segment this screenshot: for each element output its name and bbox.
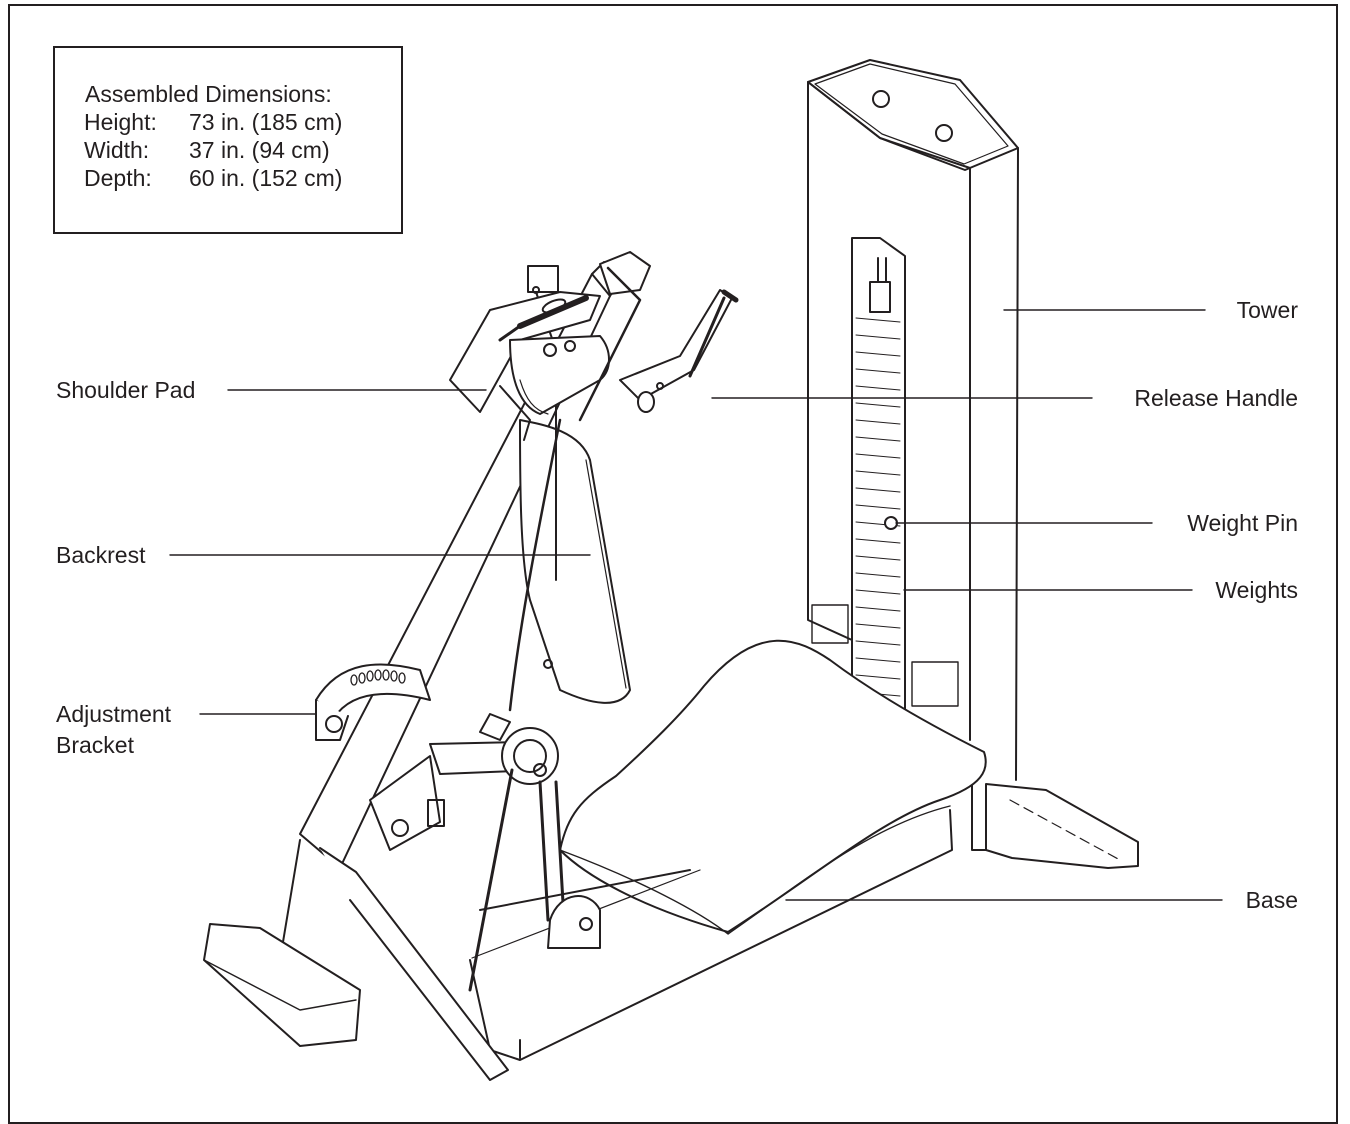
callout-base: Base [1245, 887, 1298, 913]
callout-adjustment-bracket-line1: Adjustment [56, 701, 172, 727]
base-drawing [469, 639, 987, 1061]
dimensions-title: Assembled Dimensions: [85, 81, 332, 107]
callout-weight-pin: Weight Pin [1187, 510, 1298, 536]
callout-backrest: Backrest [56, 542, 146, 568]
adjustment-bracket-drawing [315, 663, 431, 741]
callout-tower: Tower [1236, 297, 1298, 323]
dimension-value: 73 in. (185 cm) [189, 109, 343, 135]
dimension-key: Height: [84, 109, 157, 135]
callout-release-handle: Release Handle [1134, 385, 1298, 411]
callout-shoulder-pad: Shoulder Pad [56, 377, 196, 403]
dimension-key: Width: [84, 137, 150, 163]
dimensions-box: Assembled Dimensions: Height: 73 in. (18… [53, 46, 403, 234]
tower-drawing [807, 59, 1139, 869]
dimension-value: 37 in. (94 cm) [189, 137, 330, 163]
dimension-value: 60 in. (152 cm) [189, 165, 343, 191]
dimension-key: Depth: [84, 165, 152, 191]
callout-weights: Weights [1215, 577, 1298, 603]
leader-lines [169, 309, 1223, 901]
release-handle-drawing [479, 251, 739, 741]
shoulder-pad-drawing [449, 291, 610, 441]
callout-adjustment-bracket-line2: Bracket [56, 732, 134, 758]
